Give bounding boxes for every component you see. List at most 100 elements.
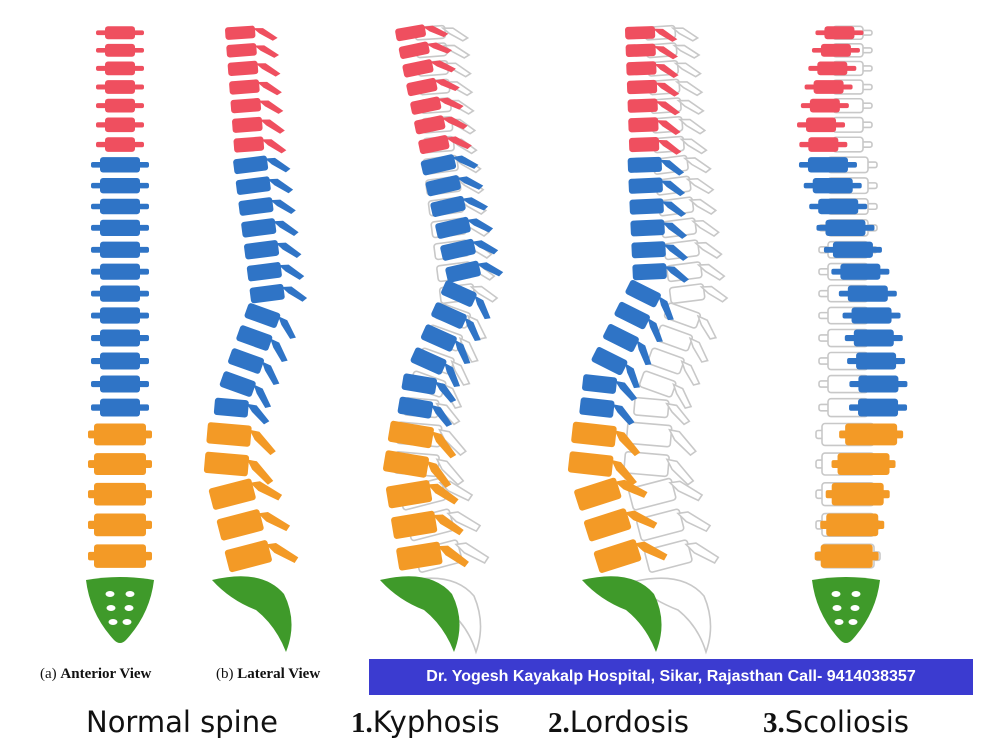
vertebra-cervical-lateral — [628, 117, 681, 136]
spinous-process — [456, 176, 484, 190]
spinous-process — [432, 514, 464, 536]
spinous-process — [654, 63, 679, 78]
vertebral-body — [232, 116, 263, 133]
vertebral-body — [582, 374, 618, 394]
vertebral-body — [636, 508, 685, 542]
vertebral-body — [591, 347, 628, 376]
spinous-process — [684, 542, 720, 565]
vertebra-thoracic — [100, 219, 140, 236]
vertebral-body — [571, 421, 617, 448]
vertebral-body — [420, 324, 457, 352]
vertebral-body — [233, 155, 269, 175]
spinous-process — [252, 28, 278, 41]
vertebra-lumbar-lateral — [208, 478, 283, 510]
vertebra-lumbar-lateral — [391, 510, 464, 539]
spinous-process — [255, 63, 281, 77]
vertebra-cervical-lateral — [625, 26, 678, 42]
spinous-process — [659, 159, 685, 176]
hospital-banner: Dr. Yogesh Kayakalp Hospital, Sikar, Raj… — [369, 659, 973, 695]
spinous-process — [679, 138, 708, 155]
vertebra-thoracic — [100, 241, 140, 258]
vertebra-thoracic — [818, 198, 859, 215]
vertebra-thoracic — [100, 375, 140, 393]
vertebra-cervical-lateral — [652, 135, 708, 155]
vertebra-thoracic — [100, 157, 140, 173]
subtitle-lateral-label: Lateral View — [237, 666, 321, 682]
spinous-process — [270, 199, 296, 215]
spinous-process — [660, 180, 686, 197]
vertebral-body — [235, 176, 271, 195]
vertebra-thoracic — [100, 198, 140, 215]
vertebral-body — [584, 508, 632, 542]
vertebra-thoracic-lateral — [397, 396, 453, 427]
vertebra-cervical — [808, 137, 839, 152]
vertebral-body — [203, 451, 250, 477]
sacral-foramen — [832, 605, 842, 611]
caption-lordosis-number: 2. — [548, 707, 570, 739]
vertebra-lumbar-lateral — [396, 541, 469, 571]
vertebra-thoracic-lateral — [420, 154, 479, 176]
vertebral-body — [668, 283, 706, 305]
vertebral-body — [410, 347, 447, 375]
vertebral-body — [625, 43, 656, 58]
caption-normal-spine: Normal spine — [86, 700, 278, 745]
subtitle-anterior-view: (a) Anterior View — [40, 666, 151, 683]
spinous-process — [275, 242, 302, 258]
vertebra-thoracic-lateral — [441, 280, 491, 320]
spinous-process — [665, 458, 695, 486]
subtitle-anterior-label: Anterior View — [60, 666, 152, 682]
spinous-process — [624, 510, 658, 529]
vertebra-cervical-lateral — [625, 43, 678, 60]
caption-normal-label: Normal spine — [86, 705, 278, 739]
vertebra-thoracic-lateral — [440, 238, 499, 261]
spinous-process — [435, 458, 465, 486]
spinous-process — [661, 201, 687, 217]
sacral-foramen — [851, 591, 861, 597]
vertebra-lumbar-lateral — [623, 450, 695, 486]
spinous-process — [257, 81, 282, 96]
spinous-process — [426, 42, 452, 54]
vertebra-thoracic — [832, 241, 873, 258]
vertebral-body — [385, 480, 433, 509]
vertebra-thoracic-lateral — [627, 156, 685, 176]
spinous-process — [431, 404, 453, 427]
vertebral-body — [579, 397, 615, 418]
vertebral-body — [626, 61, 657, 76]
vertebra-lumbar — [820, 544, 873, 568]
vertebral-body — [224, 540, 272, 573]
vertebra-thoracic-lateral — [235, 176, 294, 195]
caption-kyphosis: 1.Kyphosis — [351, 700, 500, 745]
spinous-process — [454, 339, 471, 365]
spinous-process — [266, 543, 299, 564]
vertebra-thoracic-lateral — [603, 324, 652, 366]
vertebral-body — [238, 197, 274, 216]
spinous-process — [258, 100, 284, 114]
vertebra-cervical-lateral — [414, 115, 468, 135]
spinous-process — [454, 542, 490, 565]
vertebra-cervical-lateral — [418, 135, 472, 155]
spinous-process — [249, 481, 283, 501]
sacral-foramen — [831, 591, 841, 597]
vertebral-body — [213, 397, 249, 418]
vertebra-cervical — [817, 61, 848, 76]
vertebra-lumbar — [845, 423, 898, 446]
vertebra-lumbar — [831, 482, 884, 506]
spinous-process — [636, 340, 652, 366]
subtitle-anterior-prefix: (a) — [40, 666, 57, 682]
vertebra-lumbar-lateral — [593, 539, 668, 573]
vertebra-thoracic-lateral — [629, 198, 687, 217]
vertebra-lumbar-lateral — [567, 451, 637, 486]
sacral-foramen — [105, 591, 115, 597]
vertebra-thoracic — [100, 285, 140, 302]
vertebra-cervical-lateral — [402, 59, 456, 78]
vertebra-cervical-lateral — [626, 79, 680, 97]
vertebra-thoracic — [100, 398, 140, 417]
spinous-process — [440, 27, 470, 42]
spinous-process — [634, 541, 668, 561]
vertebral-body — [633, 396, 670, 419]
vertebral-body — [219, 371, 256, 397]
vertebral-body — [387, 420, 434, 449]
vertebral-body — [638, 370, 677, 398]
vertebra-thoracic-lateral — [241, 218, 299, 238]
vertebra-lumbar-lateral — [224, 540, 299, 573]
